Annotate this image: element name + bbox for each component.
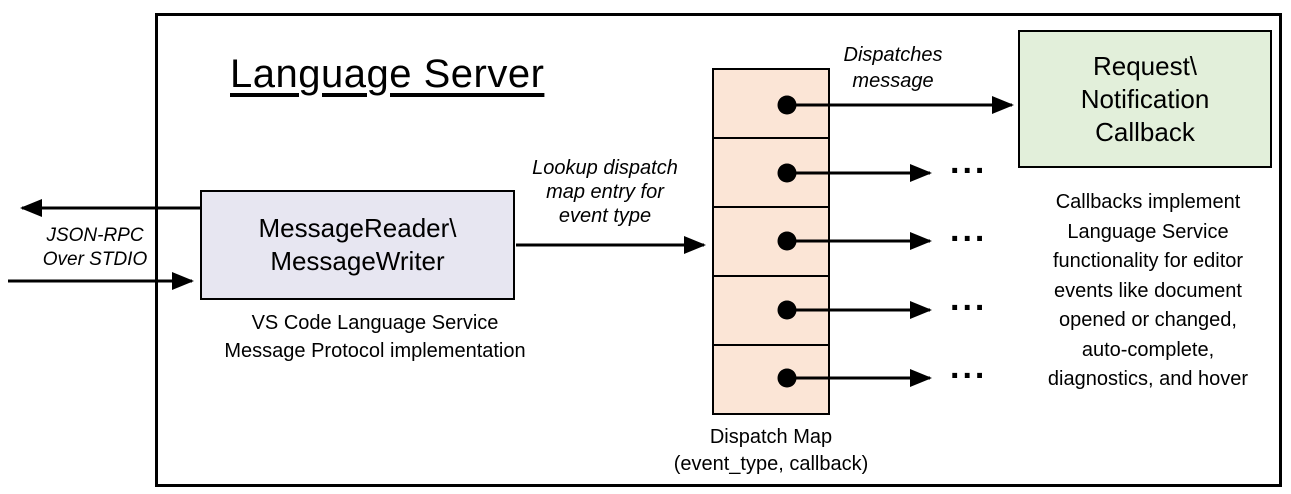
- ellipsis: ...: [950, 211, 988, 249]
- message-caption-line: Message Protocol implementation: [224, 340, 526, 362]
- callback-box-line: Notification: [1080, 83, 1210, 114]
- message-caption-line: VS Code Language Service: [251, 312, 499, 334]
- stdio-label-line: Over STDIO: [42, 249, 148, 270]
- ellipsis: ...: [950, 280, 988, 318]
- lookup-label-line: map entry for: [546, 181, 664, 203]
- dispatches-message-label-line: message: [852, 70, 934, 92]
- message-box-line: MessageReader\: [258, 213, 457, 243]
- diagram-title: Language Server: [230, 52, 545, 96]
- ellipsis: ...: [950, 143, 988, 181]
- dispatch-map-label-line: (event_type, callback): [673, 453, 869, 475]
- lookup-label: Lookup dispatch map entry for event type: [505, 156, 705, 228]
- callbacks-note-line: Language Service: [1067, 220, 1229, 243]
- dispatch-cell: [714, 277, 828, 346]
- stdio-label-line: JSON-RPC: [46, 225, 144, 246]
- callback-box-line: Request\: [1092, 50, 1198, 81]
- lookup-label-line: Lookup dispatch: [532, 157, 678, 179]
- lookup-label-line: event type: [558, 205, 652, 227]
- ellipsis: ...: [950, 348, 988, 386]
- message-reader-writer-box: MessageReader\ MessageWriter: [200, 190, 515, 300]
- dispatch-map-label: Dispatch Map (event_type, callback): [640, 424, 902, 478]
- callbacks-note-line: functionality for editor: [1052, 250, 1244, 272]
- dispatch-cell: [714, 139, 828, 208]
- dispatch-cell: [714, 346, 828, 413]
- callbacks-note-line: Callbacks implement: [1055, 191, 1241, 213]
- callbacks-note-line: opened or changed,: [1059, 309, 1237, 331]
- callback-box-line: Callback: [1095, 116, 1195, 147]
- callbacks-note: Callbacks implement Language Service fun…: [1012, 188, 1284, 395]
- dispatch-map: [712, 68, 830, 415]
- callbacks-note-line: diagnostics, and hover: [1047, 368, 1249, 390]
- stdio-label: JSON-RPC Over STDIO: [25, 224, 165, 272]
- callbacks-note-line: auto-complete,: [1081, 338, 1215, 361]
- dispatches-message-label: Dispatches message: [826, 42, 960, 94]
- message-box-caption: VS Code Language Service Message Protoco…: [190, 309, 560, 365]
- callbacks-note-line: events like document: [1054, 279, 1242, 302]
- callback-box: Request\ Notification Callback: [1018, 30, 1272, 168]
- dispatches-message-label-line: Dispatches: [843, 44, 943, 66]
- dispatch-cell: [714, 70, 828, 139]
- message-box-line: MessageWriter: [270, 246, 445, 276]
- dispatch-map-label-line: Dispatch Map: [709, 426, 833, 448]
- dispatch-cell: [714, 208, 828, 277]
